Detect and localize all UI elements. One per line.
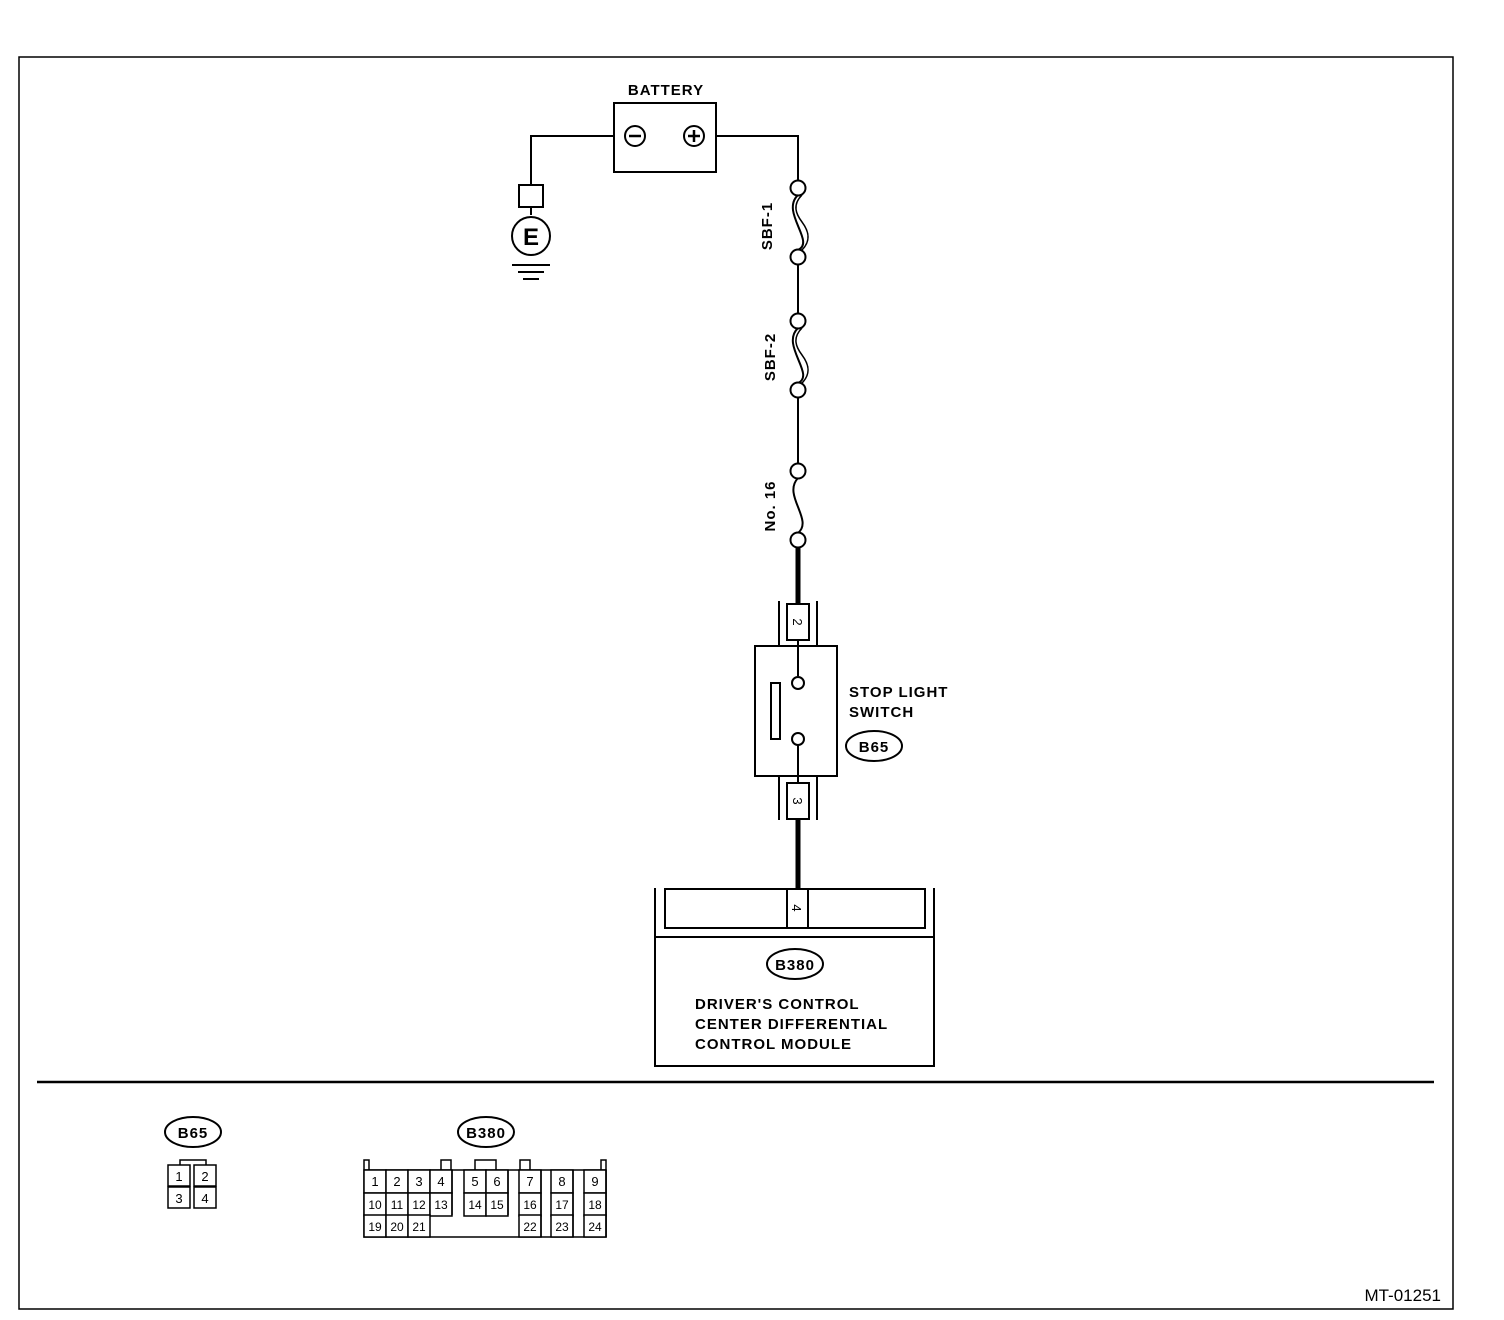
b380-pin-19: 19 <box>368 1220 382 1234</box>
b380-pin-21: 21 <box>412 1220 426 1234</box>
b380-pin-14: 14 <box>468 1198 482 1212</box>
connector-view-b65: B65 1 2 3 4 <box>164 1116 222 1209</box>
b65-pin-4: 4 <box>201 1191 208 1206</box>
b380-pin-cell <box>407 1214 431 1238</box>
b380-pin-13: 13 <box>434 1198 448 1212</box>
b380-pin-16: 16 <box>523 1198 537 1212</box>
fuse-no-16-label: No. 16 <box>762 480 779 531</box>
battery-negative-terminal <box>624 125 646 147</box>
b380-pin-6: 6 <box>493 1174 500 1189</box>
b380-view-label: B380 <box>466 1125 506 1142</box>
fuse-sbf-2-label: SBF-2 <box>762 333 779 381</box>
fuse-sbf-1: SBF-1 <box>759 179 809 266</box>
stop-light-switch: 2 3 STOP LIGHT SWITCH B65 <box>754 601 948 820</box>
b380-pin-15: 15 <box>490 1198 504 1212</box>
module-label-line2: CENTER DIFFERENTIAL <box>695 1016 888 1033</box>
battery-label: BATTERY <box>628 82 704 99</box>
battery: BATTERY <box>613 82 717 173</box>
module-label-line3: CONTROL MODULE <box>695 1036 852 1053</box>
switch-connector-ref: B65 <box>859 739 890 756</box>
b380-pin-17: 17 <box>555 1198 569 1212</box>
module-connector-ref: B380 <box>775 957 815 974</box>
b380-pin-7: 7 <box>526 1174 533 1189</box>
fuse-sbf-2: SBF-2 <box>762 312 809 399</box>
switch-pin-out: 3 <box>790 797 805 804</box>
diagram-frame <box>18 56 1454 1310</box>
b65-pin-3: 3 <box>175 1191 182 1206</box>
b380-pin-1: 1 <box>371 1174 378 1189</box>
b380-pin-9: 9 <box>591 1174 598 1189</box>
ground-symbol: E <box>511 184 551 280</box>
module-pin: 4 <box>789 904 804 911</box>
b380-pin-5: 5 <box>471 1174 478 1189</box>
switch-label-line1: STOP LIGHT <box>849 684 948 701</box>
b380-pin-23: 23 <box>555 1220 569 1234</box>
switch-pin-in: 2 <box>790 618 805 625</box>
b65-pin-1: 1 <box>175 1169 182 1184</box>
b380-pin-3: 3 <box>415 1174 422 1189</box>
battery-positive-wire <box>716 135 799 180</box>
b380-pin-12: 12 <box>412 1198 426 1212</box>
ground-wire <box>530 135 614 185</box>
fuse-sbf-1-label: SBF-1 <box>759 202 776 250</box>
ground-label: E <box>523 224 539 251</box>
figure-id: MT-01251 <box>1364 1286 1441 1305</box>
b380-pin-20: 20 <box>390 1220 404 1234</box>
b380-pin-8: 8 <box>558 1174 565 1189</box>
b380-pin-22: 22 <box>523 1220 537 1234</box>
b65-pin-2: 2 <box>201 1169 208 1184</box>
control-module: 4 B380 DRIVER'S CONTROL CENTER DIFFERENT… <box>654 888 935 1067</box>
b380-pin-4: 4 <box>437 1174 444 1189</box>
fuse-no-16: No. 16 <box>762 462 807 549</box>
b380-pin-2: 2 <box>393 1174 400 1189</box>
b65-view-label: B65 <box>178 1125 209 1142</box>
switch-label-line2: SWITCH <box>849 704 914 721</box>
b380-pin-10: 10 <box>368 1198 382 1212</box>
b380-pin-24: 24 <box>588 1220 602 1234</box>
battery-positive-terminal <box>683 125 705 147</box>
module-label-line1: DRIVER'S CONTROL <box>695 996 860 1013</box>
b380-pin-18: 18 <box>588 1198 602 1212</box>
b380-pin-11: 11 <box>391 1198 404 1212</box>
